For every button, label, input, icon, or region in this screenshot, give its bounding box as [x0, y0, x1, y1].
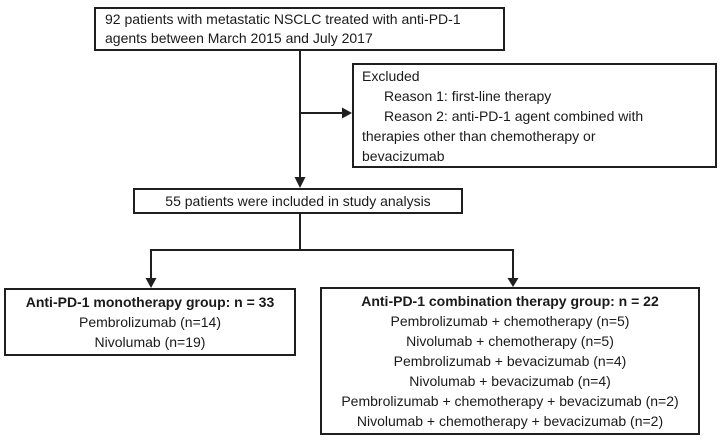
monotherapy-item-nivolumab: Nivolumab (n=19) — [94, 334, 206, 350]
excluded-reason-2-cont-2: bevacizumab — [362, 148, 445, 164]
combination-item-nivo-chemo: Nivolumab + chemotherapy (n=5) — [406, 333, 614, 349]
combination-item-nivo-beva: Nivolumab + bevacizumab (n=4) — [409, 373, 611, 389]
enrollment-box: 92 patients with metastatic NSCLC treate… — [94, 7, 505, 51]
monotherapy-item-pembrolizumab: Pembrolizumab (n=14) — [78, 314, 221, 330]
arrowhead-right-excluded-icon — [342, 107, 352, 119]
combination-item-nivo-chemo-beva: Nivolumab + chemotherapy + bevacizumab (… — [356, 413, 664, 429]
enrollment-text: 92 patients with metastatic NSCLC treate… — [105, 11, 461, 46]
excluded-reason-1: Reason 1: first-line therapy — [384, 88, 552, 104]
excluded-reason-2: Reason 2: anti-PD-1 agent combined with — [384, 108, 644, 124]
arrowhead-down-combination-icon — [507, 278, 519, 287]
excluded-reason-2-cont: therapies other than chemotherapy or — [362, 128, 596, 144]
combination-item-pembro-chemo-beva: Pembrolizumab + chemotherapy + bevacizum… — [341, 393, 679, 409]
excluded-box: Excluded Reason 1: first-line therapy Re… — [352, 63, 717, 168]
monotherapy-group-title: Anti-PD-1 monotherapy group: n = 33 — [25, 294, 275, 310]
combination-group-box: Anti-PD-1 combination therapy group: n =… — [320, 287, 700, 435]
arrowhead-down-monotherapy-icon — [145, 278, 157, 288]
monotherapy-group-box: Anti-PD-1 monotherapy group: n = 33 Pemb… — [4, 288, 296, 356]
combination-item-pembro-chemo: Pembrolizumab + chemotherapy (n=5) — [390, 313, 630, 329]
combination-item-pembro-beva: Pembrolizumab + bevacizumab (n=4) — [393, 353, 627, 369]
combination-group-title: Anti-PD-1 combination therapy group: n =… — [361, 293, 659, 309]
included-box: 55 patients were included in study analy… — [133, 188, 463, 214]
arrowhead-down-included-icon — [294, 177, 306, 188]
included-text: 55 patients were included in study analy… — [165, 193, 431, 209]
excluded-title: Excluded — [362, 68, 420, 84]
